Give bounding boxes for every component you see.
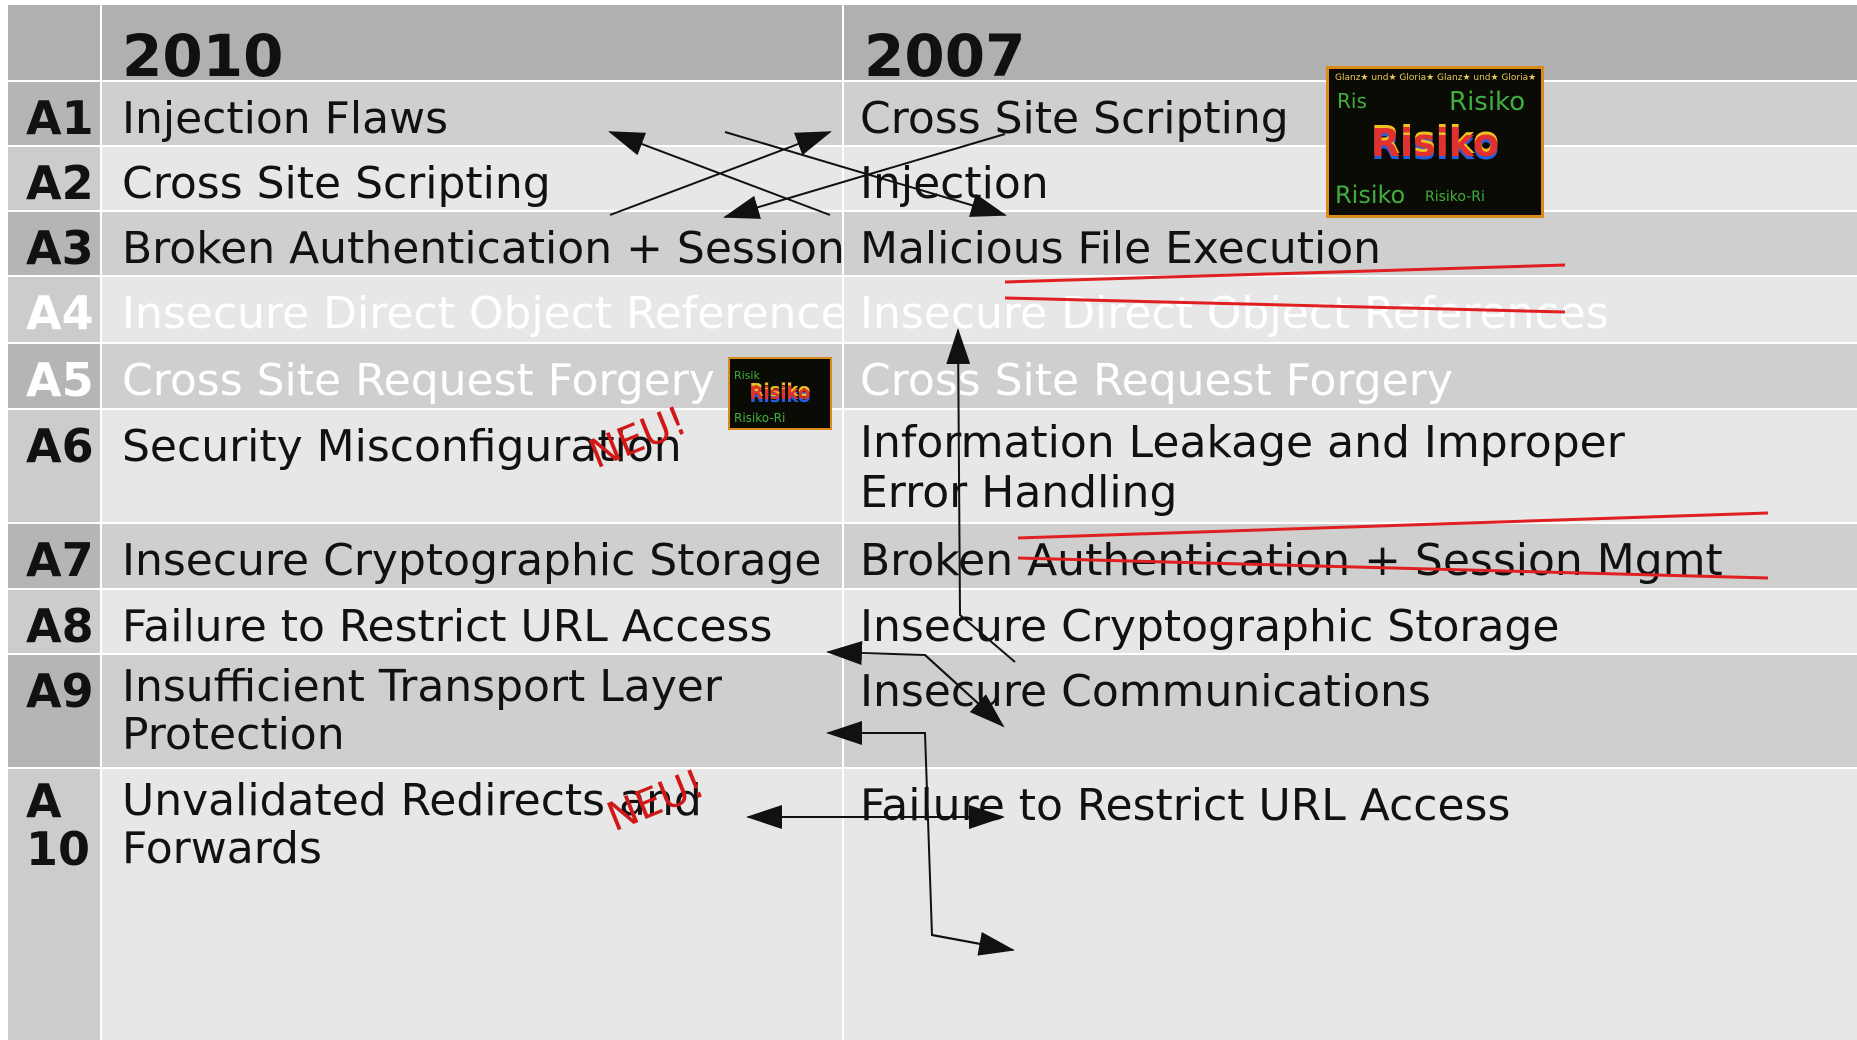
risiko-small-side: Risik xyxy=(734,369,760,382)
risiko-small-bottom: Risiko-Ri xyxy=(734,411,786,425)
rank-a7: A7 xyxy=(8,524,100,588)
row-2010-a5: Cross Site Request Forgery xyxy=(102,344,842,408)
rank-a10-line2: 10 xyxy=(26,822,91,876)
row-2010-a7: Insecure Cryptographic Storage xyxy=(102,524,842,588)
arrow-url-access-right xyxy=(931,932,1015,956)
row-2010-a8: Failure to Restrict URL Access xyxy=(102,590,842,653)
row-2007-a6-line2: Error Handling xyxy=(860,467,1178,518)
row-2010-a9: Insufficient Transport Layer Protection xyxy=(102,655,842,767)
rank-a4: A4 xyxy=(8,277,100,342)
arrow-a1-xss-to-a2 xyxy=(609,131,832,216)
rank-a1: A1 xyxy=(8,82,100,145)
risiko-top-text: Glanz★ und★ Gloria★ Glanz★ und★ Gloria★ xyxy=(1335,73,1537,83)
rank-a3: A3 xyxy=(8,212,100,275)
rank-a10: A 10 xyxy=(8,769,100,1040)
row-2010-a3: Broken Authentication + Session Mgmt xyxy=(102,212,842,275)
row-2007-a9: Insecure Communications xyxy=(844,655,1857,767)
strike-malicious-1 xyxy=(1004,263,1566,284)
risiko-image-small: Risik Risiko Risiko-Ri xyxy=(728,357,832,430)
arrow-broken-auth-up xyxy=(946,328,1016,663)
risiko-small-main: Risiko xyxy=(749,383,811,404)
row-2007-a3: Malicious File Execution xyxy=(844,212,1857,275)
strike-malicious-2 xyxy=(1004,296,1566,314)
risiko-main-word: Risiko xyxy=(1370,121,1500,165)
row-2010-a10-line2: Forwards xyxy=(122,823,322,874)
rank-a6: A6 xyxy=(8,410,100,522)
arrow-injection-2010-to-2007 xyxy=(724,131,1007,217)
risiko-side-word-1: Ris xyxy=(1337,89,1367,113)
header-rank-cell xyxy=(8,5,100,80)
risiko-image-large: Glanz★ und★ Gloria★ Glanz★ und★ Gloria★ … xyxy=(1326,66,1544,218)
row-2007-a8: Insecure Cryptographic Storage xyxy=(844,590,1857,653)
row-2010-a9-line2: Protection xyxy=(122,709,345,760)
rank-a10-line1: A xyxy=(26,774,62,828)
rank-a5: A5 xyxy=(8,344,100,408)
risiko-bottom-small: Risiko-Ri xyxy=(1425,189,1485,205)
row-2007-a6: Information Leakage and Improper Error H… xyxy=(844,410,1857,522)
row-2007-a10: Failure to Restrict URL Access xyxy=(844,769,1857,1040)
header-2007: 2007 xyxy=(844,5,1857,80)
arrow-crypto-storage-right xyxy=(924,654,1005,728)
header-2010: 2010 xyxy=(102,5,842,80)
row-2010-a1: Injection Flaws xyxy=(102,82,842,145)
row-2007-a4: Insecure Direct Object References xyxy=(844,277,1857,342)
row-2010-a10-line1: Unvalidated Redirects and xyxy=(122,775,702,826)
row-2007-a6-line1: Information Leakage and Improper xyxy=(860,417,1625,468)
arrow-url-access-left xyxy=(826,721,1014,951)
row-2010-a6: Security Misconfiguration xyxy=(102,410,842,522)
row-2010-a10: Unvalidated Redirects and Forwards xyxy=(102,769,842,1040)
strike-info-leak-2 xyxy=(1017,556,1769,580)
row-2010-a2: Cross Site Scripting xyxy=(102,147,842,210)
row-2010-a4: Insecure Direct Object References xyxy=(102,277,842,342)
risiko-side-word-top: Risiko xyxy=(1449,87,1526,117)
arrow-crypto-storage-left xyxy=(826,641,1004,727)
rank-a8: A8 xyxy=(8,590,100,653)
rank-a9: A9 xyxy=(8,655,100,767)
arrow-xss-2007-to-2010 xyxy=(723,133,1006,219)
rank-a2: A2 xyxy=(8,147,100,210)
risiko-bottom-word: Risiko xyxy=(1335,181,1406,209)
strike-info-leak-1 xyxy=(1017,511,1769,540)
row-2010-a9-line1: Insufficient Transport Layer xyxy=(122,661,722,712)
